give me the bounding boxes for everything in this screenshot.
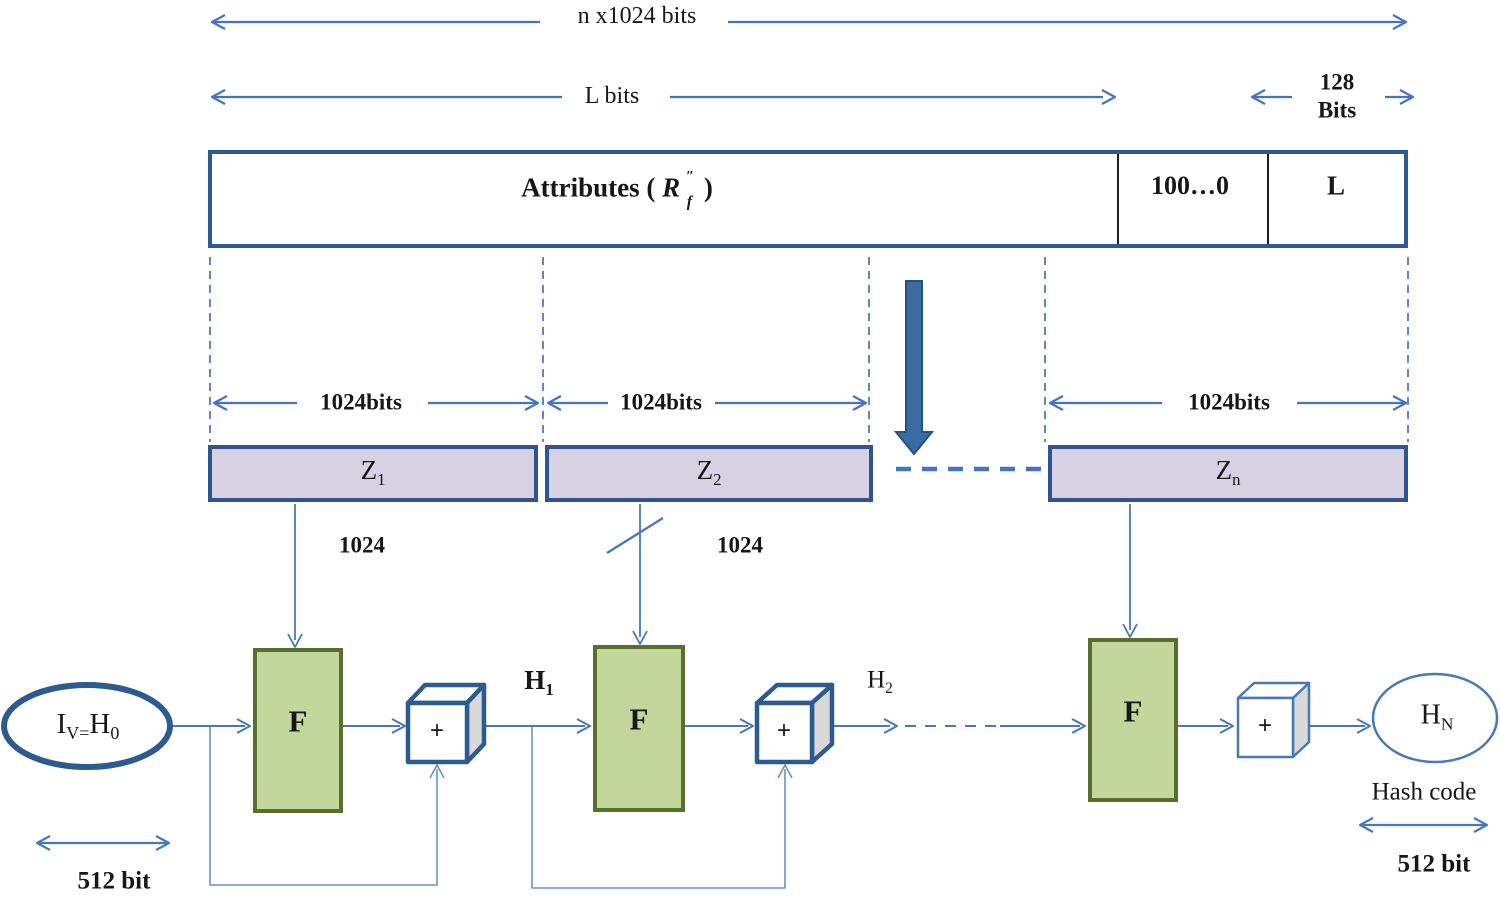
zn-label: Zn: [1215, 455, 1241, 490]
bus-1024-label-2: 1024: [717, 532, 763, 558]
h1-label: H1: [524, 665, 554, 700]
hn-ellipse: [1371, 672, 1499, 764]
length-cell-label: L: [1326, 170, 1346, 201]
padding-cell-divider: [1117, 154, 1119, 244]
iv-width-label: 512 bit: [77, 867, 151, 895]
pad-128-label-line1: 128: [1319, 69, 1355, 95]
xor-cube-2: [754, 682, 835, 765]
plus-label-3: +: [1257, 712, 1273, 740]
block-width-label-3: 1024bits: [1188, 389, 1270, 415]
f-label-3: F: [1123, 693, 1143, 729]
block-width-label-2: 1024bits: [620, 389, 702, 415]
zn-block: [1048, 445, 1408, 502]
z1-label: Z1: [360, 455, 386, 490]
z1-block: [208, 445, 538, 502]
total-width-arrow: [210, 14, 1408, 30]
xor-cube-1: [405, 682, 487, 765]
segment-dashed-guides: [209, 257, 1409, 442]
split-big-arrow: [893, 280, 935, 456]
pad-128-label-line2: Bits: [1317, 97, 1357, 123]
f-label-1: F: [288, 703, 308, 739]
f-label-2: F: [629, 701, 649, 737]
f-block-2: [593, 645, 685, 812]
f-block-3: [1088, 638, 1178, 802]
hash-width-arrow: [1358, 817, 1489, 833]
block-width-arrows: [212, 395, 1408, 411]
z-to-f-arrows: [287, 504, 1138, 648]
pad-128-arrows: [1250, 89, 1415, 105]
padded-message-box: [208, 150, 1408, 248]
plus-label-1: +: [429, 717, 445, 745]
z2-block: [545, 445, 873, 502]
hash-code-label: Hash code: [1371, 778, 1477, 806]
h2-label: H2: [867, 666, 893, 697]
xor-cube-3: [1236, 681, 1311, 759]
z2-label: Z2: [696, 455, 722, 490]
attributes-label: Attributes ( R″f ): [521, 168, 713, 211]
iv-width-arrow: [35, 835, 171, 851]
plus-label-2: +: [776, 717, 792, 745]
length-cell-divider: [1267, 154, 1269, 244]
f-block-1: [253, 648, 343, 813]
hash-width-label: 512 bit: [1397, 850, 1471, 878]
block-width-label-1: 1024bits: [320, 389, 402, 415]
l-bits-label: L bits: [584, 83, 640, 109]
padding-cell-label: 100…0: [1151, 171, 1229, 200]
hn-label: HN: [1420, 699, 1454, 734]
pipeline-flow-lines: [171, 718, 1372, 734]
iv-ellipse: [1, 682, 173, 770]
bus-1024-label-1: 1024: [339, 532, 385, 558]
iv-label: IV=H0: [56, 707, 120, 744]
feedback-lines: [209, 726, 793, 889]
l-bits-arrow: [210, 89, 1117, 105]
total-width-label: n x1024 bits: [577, 3, 697, 29]
